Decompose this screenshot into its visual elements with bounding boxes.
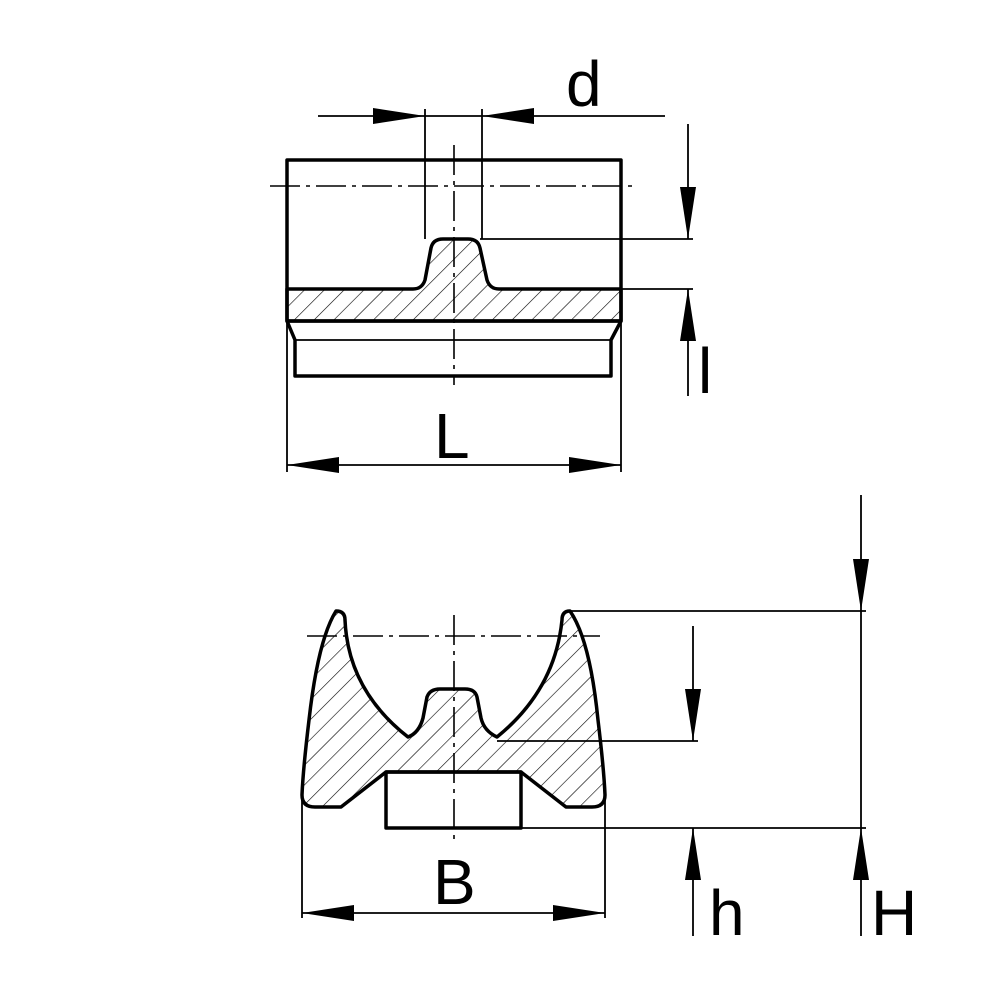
dimension-label-h: h [709,877,745,949]
dimension-label-H: H [871,877,917,949]
L-arrow-right [569,457,621,473]
h-arrow-bottom [685,828,701,880]
top-view-foot-chamfer-right [610,320,622,341]
H-arrow-bottom [853,828,869,880]
dimension-label-L: L [434,400,470,472]
top-view: d l L [270,48,712,473]
B-arrow-left [302,905,354,921]
l-arrow-bottom [680,289,696,341]
B-arrow-right [553,905,605,921]
dimension-label-d: d [566,48,602,120]
front-view: B h H [300,495,917,949]
top-view-section [285,237,623,323]
top-view-foot-chamfer-left [286,320,296,341]
L-arrow-left [287,457,339,473]
h-arrow-top [685,689,701,741]
dimension-label-B: B [433,846,476,918]
d-arrow-right [482,108,534,124]
d-arrow-left [373,108,425,124]
dimension-label-l: l [698,335,712,407]
H-arrow-top [853,559,869,611]
l-arrow-top [680,187,696,239]
